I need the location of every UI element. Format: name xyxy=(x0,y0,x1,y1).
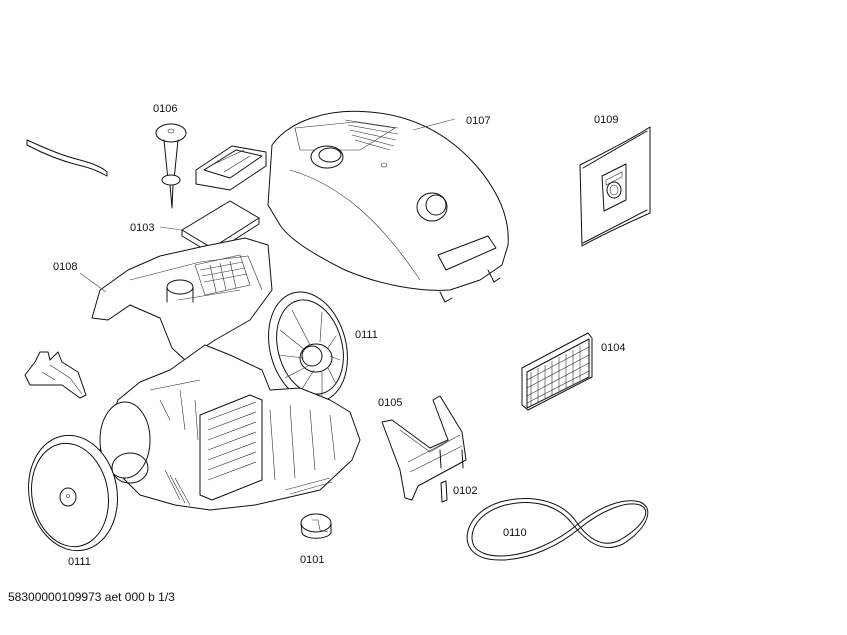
label-0111-lower: 0111 xyxy=(68,556,91,568)
label-0108: 0108 xyxy=(53,261,77,273)
label-0102: 0102 xyxy=(453,485,477,497)
part-0106-fuse-pin xyxy=(155,123,187,209)
part-0109-dust-bag xyxy=(579,126,651,247)
part-0111-wheel-lower xyxy=(28,434,118,552)
label-0105: 0105 xyxy=(378,397,402,409)
rubber-strip-part xyxy=(26,139,108,177)
part-0108-motor-cover xyxy=(91,237,273,361)
part-0101-swivel-caster xyxy=(300,513,332,539)
label-0107: 0107 xyxy=(466,115,490,127)
part-0105-bag-holder xyxy=(381,395,467,501)
part-0111-wheel-upper xyxy=(268,291,348,403)
label-0106: 0106 xyxy=(153,103,177,115)
label-0111-upper: 0111 xyxy=(355,329,378,341)
label-0103: 0103 xyxy=(130,222,154,234)
label-0109: 0109 xyxy=(594,114,618,126)
part-0102-clip xyxy=(440,480,448,503)
part-0107-housing-cover xyxy=(267,110,509,303)
document-code: 58300000109973 aet 000 b 1/3 xyxy=(8,590,175,604)
bracket-part xyxy=(24,351,87,399)
exploded-parts-diagram: 0106 0103 0108 0107 xyxy=(24,103,651,568)
part-0104-exhaust-filter xyxy=(521,332,593,411)
main-chassis xyxy=(99,344,361,511)
part-0110-seal-ring xyxy=(466,498,649,561)
label-0101: 0101 xyxy=(300,554,324,566)
label-0110: 0110 xyxy=(503,527,527,539)
label-0104: 0104 xyxy=(601,342,625,354)
filter-cartridge-part xyxy=(195,145,267,191)
